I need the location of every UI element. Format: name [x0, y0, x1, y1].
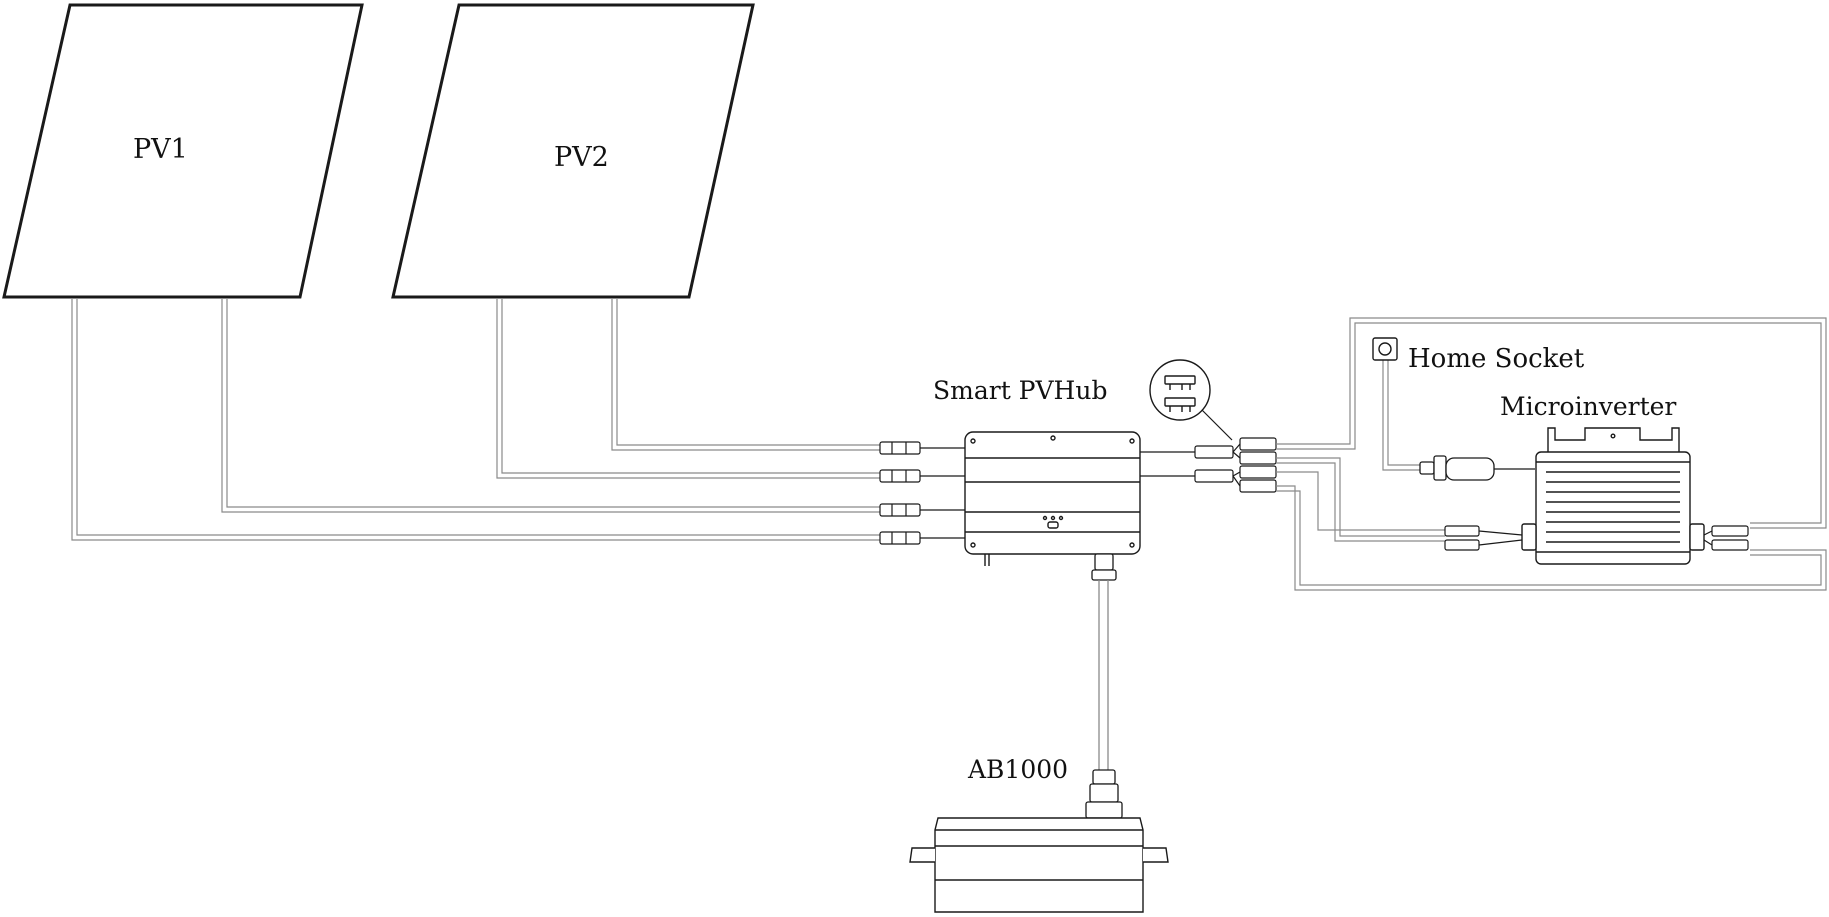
smart-pvhub [965, 432, 1140, 566]
home-socket [1373, 338, 1397, 360]
mc4-connector-4 [880, 532, 965, 544]
microinverter [1522, 428, 1704, 564]
pv2-label: PV2 [554, 142, 609, 173]
ac-connector [1420, 456, 1535, 480]
mc4-connector-3 [880, 504, 965, 516]
microinverter-label: Microinverter [1500, 392, 1677, 421]
pv1-panel [4, 5, 362, 297]
ab1000-battery [910, 818, 1168, 912]
input-connectors [880, 442, 965, 544]
ab1000-label: AB1000 [968, 755, 1069, 784]
battery-cable [1086, 554, 1122, 818]
ac-dc-wiring [1276, 318, 1826, 590]
mc4-connector-1 [880, 442, 965, 454]
pv-cables [72, 299, 880, 540]
pv2-panel [393, 5, 753, 297]
output-connectors [1140, 438, 1276, 492]
pv1-label: PV1 [133, 134, 188, 165]
mc4-connector-2 [880, 470, 965, 482]
connector-detail-callout [1150, 360, 1232, 440]
microinverter-connectors [1445, 526, 1748, 550]
home-socket-label: Home Socket [1408, 344, 1585, 374]
smart-pvhub-label: Smart PVHub [933, 376, 1108, 405]
